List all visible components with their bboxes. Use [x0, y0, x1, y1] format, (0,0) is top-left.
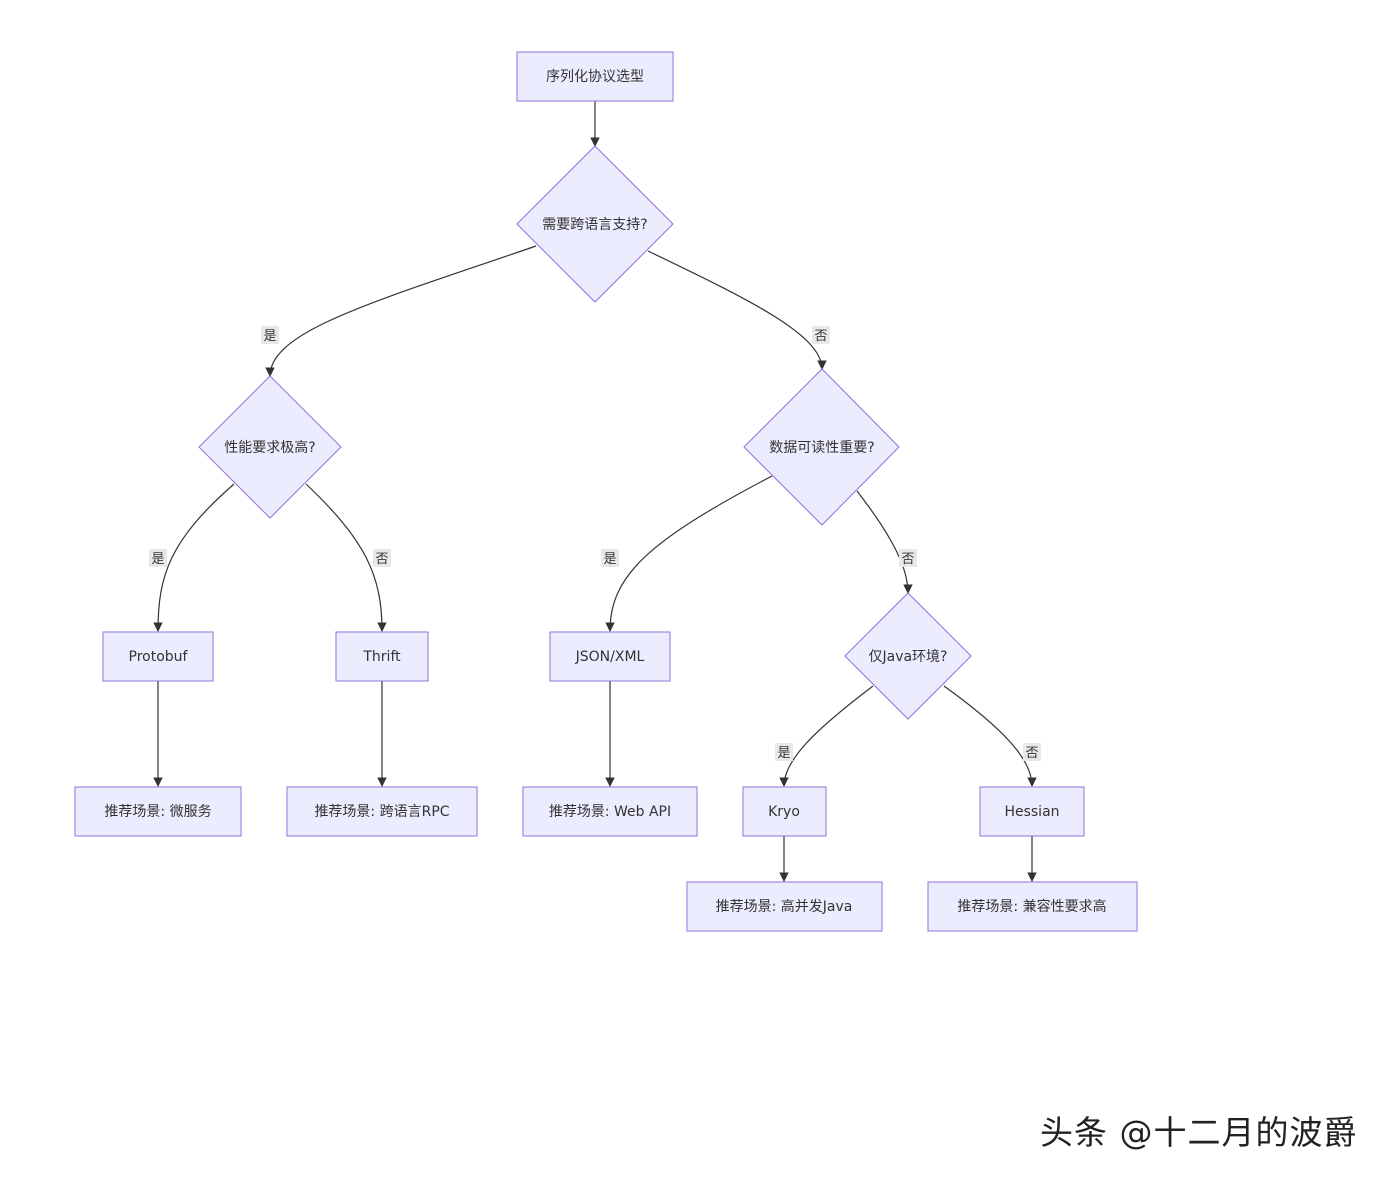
node-protobuf-label: Protobuf: [129, 649, 189, 665]
edge-labels: 是 否 是 否 是 否 是 否: [149, 326, 1041, 761]
node-start: [516, 51, 674, 102]
node-rec-microservices: [74, 786, 242, 837]
node-hessian: [979, 786, 1085, 837]
node-rec-webapi: [522, 786, 698, 837]
edge-cross-to-readable: [647, 250, 827, 370]
node-thrift: [335, 631, 429, 682]
edge-javaonly-to-kryo: [779, 685, 874, 787]
edge-label-java-no: 否: [1025, 746, 1038, 761]
node-rec-rpc: [286, 786, 478, 837]
node-rec-java-label: 推荐场景: 高并发Java: [716, 898, 853, 915]
edge-perf-to-protobuf: [153, 483, 235, 632]
decision-readability: [743, 368, 900, 526]
node-rec-rpc-label: 推荐场景: 跨语言RPC: [314, 804, 449, 820]
edge-label-cross-no: 否: [814, 329, 827, 344]
edge-readable-to-javaonly: [856, 490, 913, 594]
node-hessian-label: Hessian: [1004, 804, 1059, 820]
node-rec-compat-label: 推荐场景: 兼容性要求高: [957, 898, 1106, 915]
edges: [153, 101, 1037, 882]
edge-javaonly-to-hessian: [943, 685, 1037, 787]
decision-java-only-label: 仅Java环境?: [868, 649, 947, 665]
node-start-label: 序列化协议选型: [546, 69, 644, 85]
node-thrift-label: Thrift: [362, 649, 401, 665]
node-json-xml-label: JSON/XML: [575, 649, 645, 665]
node-kryo: [742, 786, 827, 837]
node-rec-java: [686, 881, 883, 932]
edge-label-readable-no: 否: [901, 552, 914, 567]
node-json-xml: [549, 631, 671, 682]
decision-performance-label: 性能要求极高?: [224, 439, 315, 456]
node-rec-microservices-label: 推荐场景: 微服务: [104, 804, 211, 820]
node-rec-compat: [927, 881, 1138, 932]
node-protobuf: [102, 631, 214, 682]
edge-label-perf-yes: 是: [151, 552, 164, 567]
decision-cross-language-label: 需要跨语言支持?: [542, 217, 647, 233]
decision-performance: [198, 375, 342, 519]
edge-label-cross-yes: 是: [263, 329, 276, 344]
decision-readability-label: 数据可读性重要?: [769, 439, 874, 456]
node-kryo-label: Kryo: [768, 804, 800, 820]
edge-cross-to-perf: [265, 245, 537, 377]
edge-label-java-yes: 是: [777, 746, 790, 761]
nodes: 序列化协议选型 需要跨语言支持? 性能要求极高? 数据可读性重要? Protob…: [74, 51, 1138, 932]
decision-cross-language: [516, 145, 674, 303]
edge-readable-to-json: [605, 475, 773, 632]
edge-perf-to-thrift: [305, 483, 387, 632]
watermark: 头条 @十二月的波爵: [1040, 1113, 1358, 1152]
edge-label-perf-no: 否: [375, 552, 388, 567]
edge-label-readable-yes: 是: [603, 552, 616, 567]
decision-java-only: [844, 592, 972, 720]
node-rec-webapi-label: 推荐场景: Web API: [549, 804, 671, 820]
